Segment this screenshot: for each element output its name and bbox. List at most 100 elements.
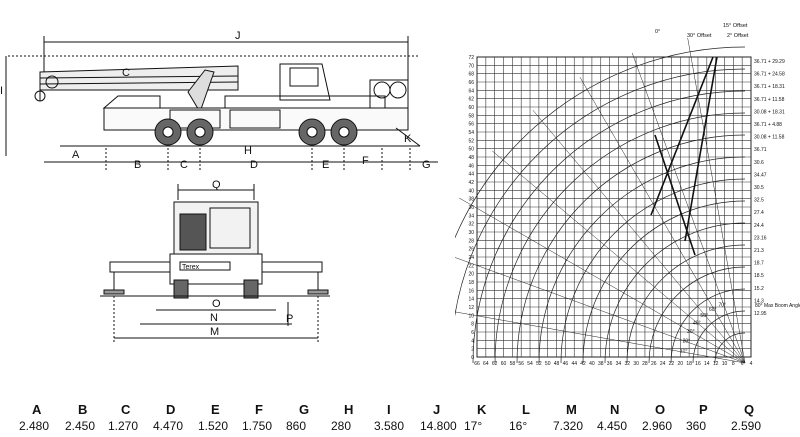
x-tick-label: 64 (483, 361, 489, 367)
dim-value-a: 2.480 (19, 419, 50, 433)
dim-label-p: P (286, 313, 293, 325)
y-tick-label: 18 (468, 280, 474, 286)
y-tick-label: 38 (468, 197, 474, 203)
dim-letter-q: Q (744, 402, 755, 417)
boom-mark-c: C (122, 67, 130, 79)
dim-label-f: F (362, 155, 369, 167)
y-tick-label: 50 (468, 147, 474, 153)
y-tick-label: 0 (471, 355, 474, 361)
x-tick-label: 46 (563, 361, 569, 367)
x-tick-label: 40 (589, 361, 595, 367)
angle-ray (492, 150, 746, 364)
angle-label: 60° (709, 307, 717, 313)
y-tick-label: 32 (468, 222, 474, 228)
dim-value-d: 4.470 (153, 419, 184, 433)
jib-line (684, 56, 718, 242)
y-tick-label: 42 (468, 180, 474, 186)
dim-value-n: 4.450 (597, 419, 628, 433)
dim-label-g: G (422, 159, 431, 171)
boom-config-label: 36.71 + 24.58 (754, 72, 785, 78)
x-tick-label: 8 (732, 361, 735, 367)
dim-label-a: A (72, 149, 80, 161)
y-tick-label: 68 (468, 72, 474, 78)
y-tick-label: 52 (468, 138, 474, 144)
dim-label-q: Q (212, 179, 221, 191)
angle-ray (455, 311, 746, 364)
x-tick-label: 28 (642, 361, 648, 367)
y-tick-label: 58 (468, 113, 474, 119)
dim-value-i: 3.580 (374, 419, 405, 433)
dim-letter-b: B (78, 402, 88, 417)
dim-label-j: J (235, 30, 241, 42)
dim-label-n: N (210, 312, 218, 324)
boom-config-label: 30.08 + 18.31 (754, 109, 785, 115)
x-tick-label: 56 (518, 361, 524, 367)
angle-label: 50° (700, 313, 708, 319)
x-tick-label: 38 (598, 361, 604, 367)
rear-view-drawing: Q Terex O N M P (100, 179, 330, 344)
dim-letter-i: I (387, 402, 391, 417)
dim-value-h: 280 (331, 419, 352, 433)
dim-letter-d: D (166, 402, 176, 417)
radius-arc (648, 266, 746, 364)
dim-value-j: 14.800 (420, 419, 457, 433)
dim-label-b: B (134, 159, 141, 171)
angle-ray (455, 257, 746, 364)
dim-letter-f: F (255, 402, 263, 417)
boom-config-label: 12.95 (754, 311, 767, 317)
jib-line (650, 56, 714, 216)
y-tick-label: 8 (471, 322, 474, 328)
y-tick-label: 60 (468, 105, 474, 111)
angle-ray (687, 37, 746, 364)
offset-label: 15° Offset (723, 23, 748, 29)
dim-letter-a: A (32, 402, 42, 417)
dim-label-i: I (0, 85, 3, 97)
dim-letter-e: E (211, 402, 220, 417)
y-tick-label: 70 (468, 63, 474, 69)
x-tick-label: 6 (741, 361, 744, 367)
boom-config-label: 30.5 (754, 185, 764, 191)
boom-config-label: 36.71 (754, 147, 767, 153)
dim-letter-l: L (522, 402, 530, 417)
dim-letter-g: G (299, 402, 310, 417)
x-tick-label: 36 (607, 361, 613, 367)
x-tick-label: 22 (669, 361, 675, 367)
y-tick-label: 28 (468, 238, 474, 244)
x-tick-label: 66 (474, 361, 480, 367)
y-tick-label: 72 (468, 55, 474, 61)
angle-ray (532, 110, 746, 364)
x-tick-label: 32 (624, 361, 630, 367)
dim-value-p: 360 (686, 419, 707, 433)
x-tick-label: 26 (651, 361, 657, 367)
dim-label-c: C (180, 159, 188, 171)
boom-config-label: 36.71 + 29.29 (754, 59, 785, 65)
radius-arc (560, 178, 746, 364)
x-tick-label: 34 (616, 361, 622, 367)
x-tick-label: 48 (554, 361, 560, 367)
dim-value-c: 1.270 (108, 419, 139, 433)
x-tick-label: 44 (571, 361, 577, 367)
x-tick-label: 10 (722, 361, 728, 367)
boom-config-label: 24.4 (754, 223, 764, 229)
dim-letter-p: P (699, 402, 708, 417)
dim-label-h: H (244, 145, 252, 157)
dim-letter-c: C (121, 402, 131, 417)
boom-config-label: 14.3 (754, 298, 764, 304)
radius-arc (582, 200, 746, 364)
rear-decal: Terex (182, 264, 200, 271)
dim-letter-j: J (433, 402, 441, 417)
y-tick-label: 22 (468, 263, 474, 269)
angle-label: 10° (680, 349, 688, 355)
y-tick-label: 4 (471, 338, 474, 344)
x-tick-label: 30 (633, 361, 639, 367)
y-tick-label: 46 (468, 163, 474, 169)
radius-arc (455, 68, 746, 318)
y-tick-label: 10 (468, 313, 474, 319)
angle-label: 40° (693, 320, 701, 326)
load-chart: 7270686664626058565452504846444240383634… (455, 23, 800, 367)
y-tick-label: 62 (468, 97, 474, 103)
x-tick-label: 50 (545, 361, 551, 367)
y-tick-label: 30 (468, 230, 474, 236)
y-tick-label: 16 (468, 288, 474, 294)
